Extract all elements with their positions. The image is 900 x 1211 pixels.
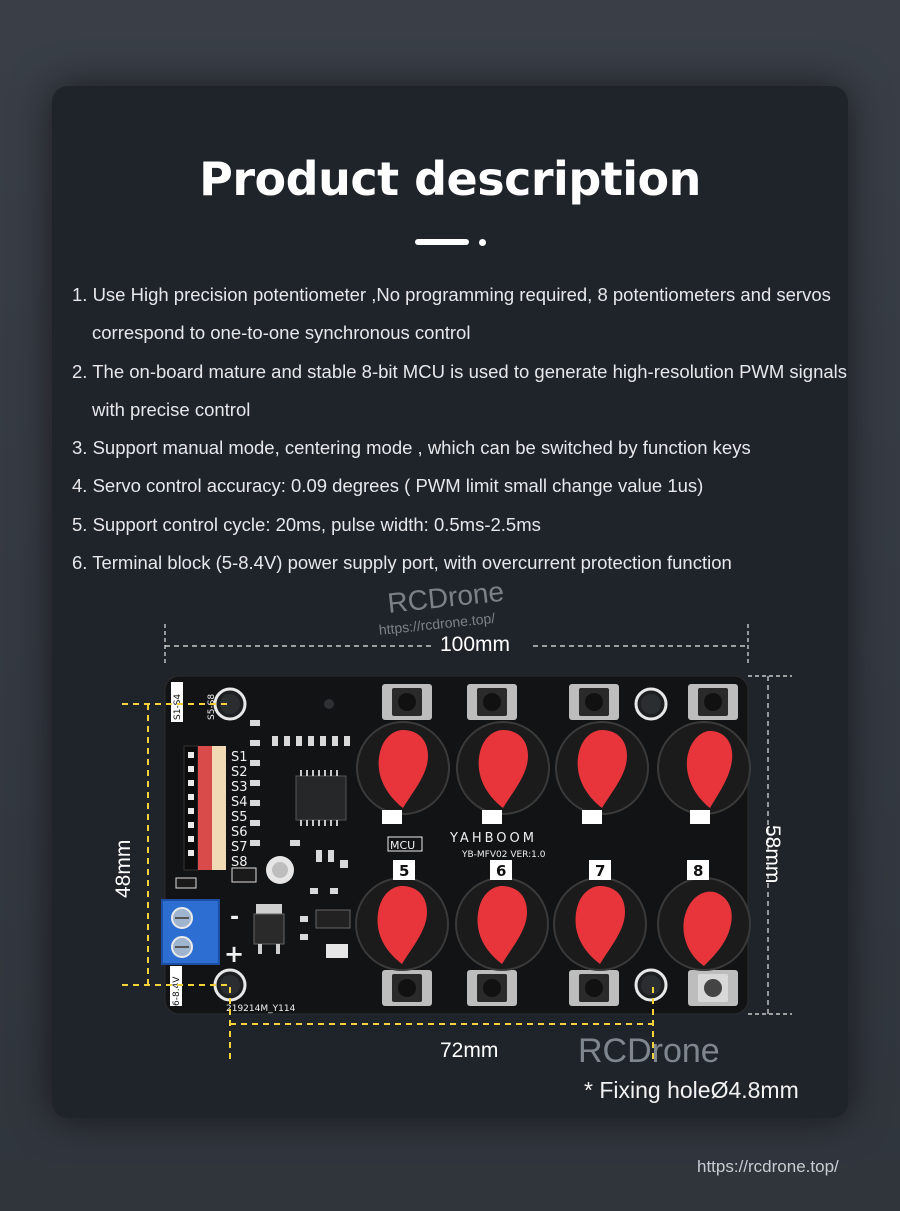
knob-row-bottom xyxy=(355,877,751,971)
voltage-label: 6-8.4V xyxy=(172,976,182,1006)
watermark-brand-lower: RCDrone xyxy=(578,1032,720,1070)
channel-label-s4: S4 xyxy=(231,795,248,810)
feature-item: 4. Servo control accuracy: 0.09 degrees … xyxy=(72,475,704,497)
knob-number-6: 6 xyxy=(496,862,506,880)
knob-row-top xyxy=(356,721,751,815)
board-serial: 219214M_Y114 xyxy=(226,1004,296,1014)
channel-label-s3: S3 xyxy=(231,780,248,795)
dimension-hole-vertical: 48mm xyxy=(112,839,135,898)
feature-item: 5. Support control cycle: 20ms, pulse wi… xyxy=(72,513,541,535)
terminal-plus: + xyxy=(224,940,244,968)
switch-label-s5-s8: S5-S8 xyxy=(207,694,217,720)
title-dot xyxy=(479,239,486,246)
feature-list: 1. Use High precision potentiometer ,No … xyxy=(72,276,852,582)
knob-number-5: 5 xyxy=(399,862,409,880)
knob-number-8: 8 xyxy=(693,862,703,880)
channel-label-s7: S7 xyxy=(231,840,248,855)
footer-url-link[interactable]: https://rcdrone.top/ xyxy=(697,1157,839,1176)
title-underline xyxy=(415,239,469,245)
dimension-width: 100mm xyxy=(440,633,511,656)
knob-number-7: 7 xyxy=(595,862,605,880)
channel-label-s8: S8 xyxy=(231,855,248,870)
fixing-hole-note: * Fixing holeØ4.8mm xyxy=(584,1077,799,1103)
feature-item: 6. Terminal block (5-8.4V) power supply … xyxy=(72,552,732,574)
channel-label-s1: S1 xyxy=(231,750,248,765)
mcu-label: MCU xyxy=(390,839,415,852)
terminal-minus: - xyxy=(230,905,239,930)
channel-label-s6: S6 xyxy=(231,825,248,840)
channel-label-s2: S2 xyxy=(231,765,248,780)
board-brand: YAHBOOM xyxy=(449,831,537,846)
channel-label-s5: S5 xyxy=(231,810,248,825)
feature-item: 1. Use High precision potentiometer ,No … xyxy=(72,284,831,344)
board-model: YB-MFV02 VER:1.0 xyxy=(461,850,546,860)
switch-label-s1-s4: S1-S4 xyxy=(173,694,183,720)
dimension-hole-horizontal: 72mm xyxy=(440,1039,499,1062)
dimension-height: 58mm xyxy=(761,825,784,884)
feature-item: 2. The on-board mature and stable 8-bit … xyxy=(72,360,848,420)
feature-item: 3. Support manual mode, centering mode ,… xyxy=(72,437,751,459)
page-title: Product description xyxy=(199,152,701,206)
